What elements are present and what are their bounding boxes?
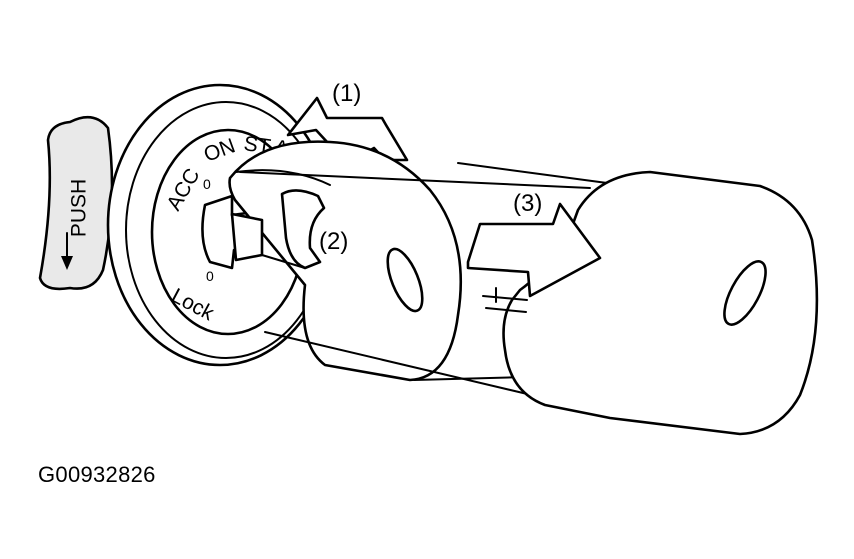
arrow-3: (3) [466, 190, 602, 298]
connector-line-3 [485, 307, 527, 313]
arrow-3-shape [466, 202, 602, 298]
projection-line-bottom [264, 331, 541, 398]
push-tab: PUSH [38, 115, 114, 291]
projection-lines [239, 162, 623, 398]
push-label: PUSH [68, 179, 91, 237]
marking-zero-upper: 0 [203, 176, 211, 192]
key-head-removed-hole [723, 260, 767, 326]
callout-2: (2) [319, 228, 348, 255]
callout-3: (3) [513, 190, 542, 217]
key-head-hole [386, 247, 424, 313]
connector-line-1 [482, 295, 528, 301]
key-blade-stub [230, 212, 264, 262]
projection-line-lower [413, 376, 528, 381]
key-blade-cut [280, 189, 326, 270]
callout-1: (1) [332, 80, 361, 107]
marking-zero-lower: 0 [206, 268, 214, 284]
figure-id-label: G00932826 [38, 462, 156, 487]
ignition-cylinder: ACC ON ST A 0 0 Lock [106, 83, 334, 367]
projection-line-mid [239, 171, 591, 189]
key-blade-edge [261, 254, 306, 269]
key-head-removed [502, 170, 819, 436]
key-head-inner-line [235, 169, 331, 186]
key-head-inserted [228, 140, 463, 382]
push-arrow-head [61, 256, 73, 270]
push-tab-shape [38, 115, 114, 291]
key-head-removed-shape [502, 170, 819, 436]
key-shank-connector [482, 287, 528, 313]
projection-line-top [457, 162, 623, 186]
